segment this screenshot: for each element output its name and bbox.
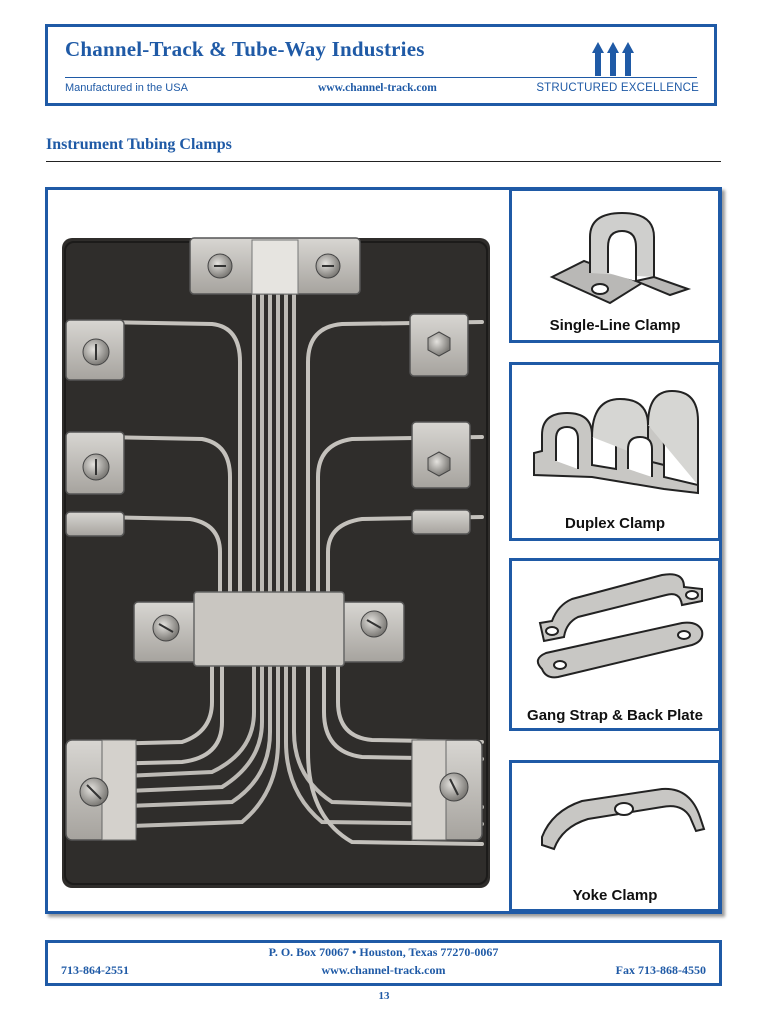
header-slogan: STRUCTURED EXCELLENCE	[536, 82, 699, 94]
single-line-clamp-icon	[549, 211, 692, 305]
page-header: Channel-Track & Tube-Way Industries Manu…	[45, 24, 717, 106]
footer-phone: 713-864-2551	[61, 963, 129, 977]
clamp-label: Single-Line Clamp	[549, 317, 681, 334]
yoke-clamp-icon	[541, 787, 706, 851]
clamp-label: Duplex Clamp	[564, 515, 666, 532]
page-footer: P. O. Box 70067 • Houston, Texas 77270-0…	[45, 940, 722, 986]
duplex-clamp-icon	[533, 389, 699, 495]
clamp-label: Yoke Clamp	[572, 887, 658, 904]
section-divider	[46, 161, 721, 162]
duplex-clamp-card: Duplex Clamp	[509, 362, 721, 541]
company-name: Channel-Track & Tube-Way Industries	[65, 37, 425, 61]
yoke-clamp-card: Yoke Clamp	[509, 760, 721, 912]
clamp-label: Gang Strap & Back Plate	[527, 707, 703, 724]
triple-arrow-up-icon	[592, 42, 634, 76]
gang-strap-back-plate-card: Gang Strap & Back Plate	[509, 558, 721, 731]
gang-strap-back-plate-icon	[536, 573, 704, 679]
section-title: Instrument Tubing Clamps	[46, 136, 232, 153]
instrument-tubing-clamps-photo	[62, 237, 490, 888]
footer-address: P. O. Box 70067 • Houston, Texas 77270-0…	[268, 945, 499, 959]
header-divider	[65, 77, 697, 78]
page-number: 13	[378, 990, 390, 1002]
header-website-link[interactable]: www.channel-track.com	[318, 82, 437, 94]
header-tagline: Manufactured in the USA	[65, 82, 188, 94]
footer-website-link[interactable]: www.channel-track.com	[321, 963, 446, 977]
footer-fax: Fax 713-868-4550	[615, 963, 706, 977]
single-line-clamp-card: Single-Line Clamp	[509, 188, 721, 343]
